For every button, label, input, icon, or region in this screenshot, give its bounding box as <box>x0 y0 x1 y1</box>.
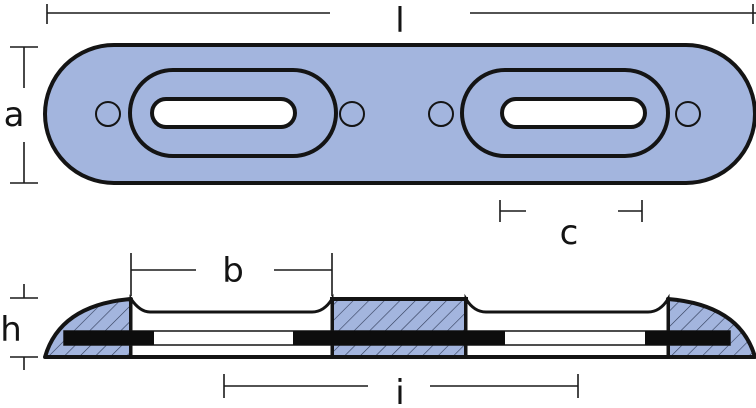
dimension-b <box>130 253 333 296</box>
dimension-i <box>223 374 579 398</box>
right-end-section <box>666 297 756 359</box>
label-l: l <box>395 1 404 41</box>
dimension-l <box>46 4 756 24</box>
hole-mid-left <box>339 101 365 127</box>
left-slot-recess <box>128 68 338 158</box>
left-end-section <box>43 297 133 359</box>
label-h: h <box>0 310 22 350</box>
dimension-c <box>499 200 643 222</box>
insert-segment-left <box>64 331 154 345</box>
hole-far-left <box>95 101 121 127</box>
anode-body-top <box>43 43 756 185</box>
label-i: i <box>395 373 404 408</box>
dimension-h <box>10 284 38 370</box>
label-a: a <box>4 95 25 135</box>
right-recess-section <box>464 293 670 359</box>
right-slot-opening <box>500 97 647 129</box>
insert-segment-center <box>293 331 505 345</box>
top-view <box>43 43 756 185</box>
dimension-a <box>10 46 38 184</box>
hole-mid-right <box>428 101 454 127</box>
left-slot-opening <box>150 97 297 129</box>
section-view <box>43 293 756 359</box>
dimension-labels: l a c b h i <box>0 1 578 408</box>
hole-far-right <box>675 101 701 127</box>
middle-block-section <box>330 297 468 359</box>
dimension-lines <box>10 4 756 398</box>
left-recess-section <box>129 293 334 359</box>
label-c: c <box>560 213 579 253</box>
insert-segment-right <box>645 331 730 345</box>
right-slot-recess <box>460 68 670 158</box>
label-b: b <box>222 251 244 291</box>
